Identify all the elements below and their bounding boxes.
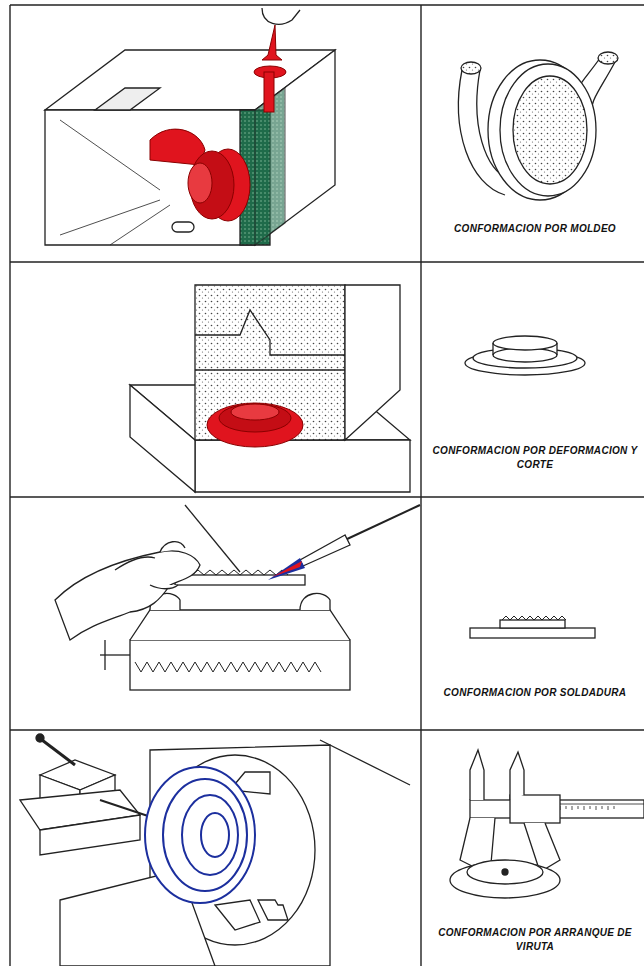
- welding-torch: [268, 505, 420, 580]
- forged-result: [465, 336, 585, 375]
- grid-lines: [10, 5, 644, 966]
- process-caption: CONFORMACION POR SOLDADURA: [430, 686, 640, 700]
- caliper: [450, 750, 644, 898]
- welded-result: [470, 616, 595, 638]
- process-caption: CONFORMACION POR DEFORMACION Y CORTE: [430, 444, 640, 471]
- lathe: [20, 734, 410, 966]
- process-caption: CONFORMACION POR ARRANQUE DE VIRUTA: [430, 926, 640, 953]
- process-caption: CONFORMACION POR MOLDEO: [430, 222, 640, 236]
- forged-part: [207, 403, 303, 447]
- molten-metal: [150, 8, 300, 221]
- welder-hand: [55, 505, 240, 640]
- turned-workpiece: [145, 767, 255, 903]
- casting-mold: [45, 50, 335, 245]
- forging-die: [130, 285, 410, 492]
- cast-part: [459, 52, 618, 200]
